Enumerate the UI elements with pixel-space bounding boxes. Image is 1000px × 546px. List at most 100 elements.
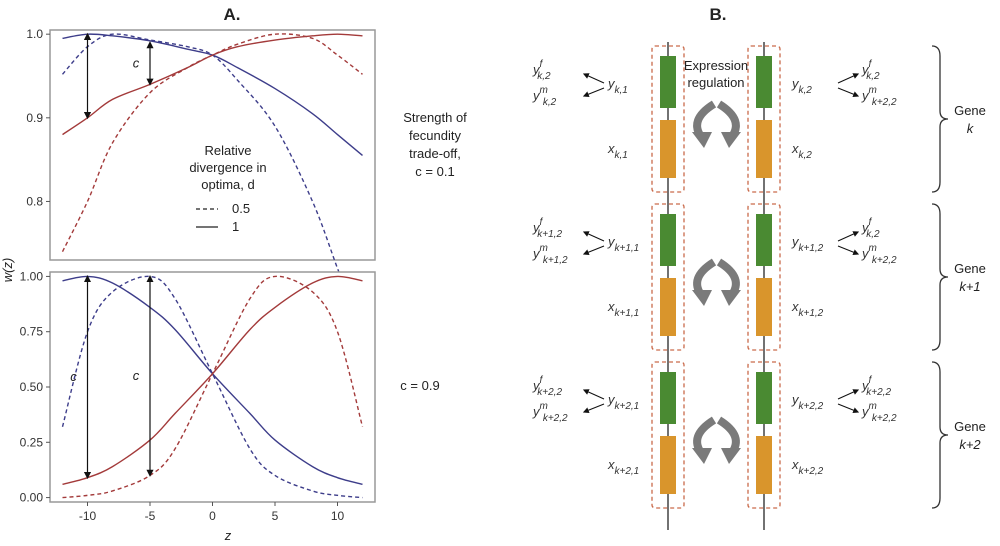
x-axis-label: z <box>224 528 232 543</box>
dashed-gene-box <box>651 203 685 351</box>
gene-label: Gene <box>954 261 986 276</box>
x-tick-label: 0 <box>209 509 216 523</box>
expression-region <box>756 214 772 266</box>
coding-region <box>660 120 676 178</box>
y-left-label: yk,1 <box>607 76 628 96</box>
coding-region <box>660 278 676 336</box>
gene-label-index: k <box>967 121 975 136</box>
gene-label-index: k+2 <box>959 437 981 452</box>
regulation-arrow-left-head <box>692 448 712 464</box>
regulation-arrow-left-head <box>692 290 712 306</box>
y-tick-label: 0.8 <box>26 194 43 208</box>
x-left-label: xk+2,1 <box>607 457 639 477</box>
legend-title-line: Relative <box>205 143 252 158</box>
x-tick-label: 5 <box>272 509 279 523</box>
plot-frame <box>49 271 376 503</box>
side-note: c = 0.1 <box>415 164 454 179</box>
plot-frame <box>49 29 376 261</box>
pointer-arrow <box>582 389 605 400</box>
c-label: c <box>133 55 140 70</box>
regulation-arrow-left-head <box>692 132 712 148</box>
x-left-label: xk,1 <box>607 141 628 161</box>
pointer-arrow <box>582 403 605 414</box>
y-axis-label: w(z) <box>0 258 15 283</box>
regulation-arrow-right-head <box>721 132 741 148</box>
legend-label: 1 <box>232 219 239 234</box>
y-tick-label: 1.0 <box>26 27 43 41</box>
side-note: trade-off, <box>409 146 461 161</box>
coding-region <box>756 120 772 178</box>
dashed-gene-box <box>747 45 781 193</box>
pointer-arrow <box>582 73 605 84</box>
gene-brace <box>931 203 949 351</box>
gene-label-index: k+1 <box>959 279 980 294</box>
gene-brace <box>931 45 949 193</box>
coding-region <box>756 278 772 336</box>
y-tick-label: 0.25 <box>20 435 44 449</box>
regulation-label: Expression <box>684 58 748 73</box>
x-right-label: xk+1,2 <box>791 299 824 319</box>
series-line-3 <box>62 33 363 136</box>
panel-b-label: B. <box>710 5 727 24</box>
y-right-label: yk,2 <box>791 76 812 96</box>
expression-region <box>660 56 676 108</box>
series-line-3 <box>62 275 363 485</box>
expression-region <box>756 372 772 424</box>
panel-a-label: A. <box>224 5 241 24</box>
gene-label: Gene <box>954 103 986 118</box>
legend-label: 0.5 <box>232 201 250 216</box>
y-tick-label: 0.00 <box>20 491 44 505</box>
legend-title-line: divergence in <box>189 160 266 175</box>
pointer-arrow <box>837 245 860 256</box>
expression-region <box>660 214 676 266</box>
dashed-gene-box <box>651 45 685 193</box>
coding-region <box>756 436 772 494</box>
c-label: c <box>70 369 77 384</box>
pointer-arrow <box>837 231 860 242</box>
pointer-arrow <box>582 245 605 256</box>
side-note: c = 0.9 <box>400 378 439 393</box>
pointer-arrow <box>582 231 605 242</box>
legend-title-line: optima, d <box>201 177 254 192</box>
y-tick-label: 0.75 <box>20 325 44 339</box>
gene-brace <box>931 361 949 509</box>
coding-region <box>660 436 676 494</box>
pointer-arrow <box>582 87 605 98</box>
pointer-arrow <box>837 87 860 98</box>
gene-label: Gene <box>954 419 986 434</box>
x-right-label: xk,2 <box>791 141 812 161</box>
y-tick-label: 0.9 <box>26 111 43 125</box>
regulation-arrow-right-head <box>721 448 741 464</box>
y-right-label: yk+1,2 <box>791 234 824 254</box>
pointer-arrow <box>837 403 860 414</box>
x-right-label: xk+2,2 <box>791 457 824 477</box>
series-line-0 <box>61 275 363 499</box>
y-tick-label: 1.00 <box>20 269 44 283</box>
c-label: c <box>133 368 140 383</box>
x-tick-label: -5 <box>145 509 156 523</box>
dashed-gene-box <box>651 361 685 509</box>
dashed-gene-box <box>747 203 781 351</box>
expression-region <box>756 56 772 108</box>
dashed-gene-box <box>747 361 781 509</box>
y-left-label: yk+2,1 <box>607 392 639 412</box>
y-tick-label: 0.50 <box>20 380 44 394</box>
pointer-arrow <box>837 389 860 400</box>
x-left-label: xk+1,1 <box>607 299 639 319</box>
